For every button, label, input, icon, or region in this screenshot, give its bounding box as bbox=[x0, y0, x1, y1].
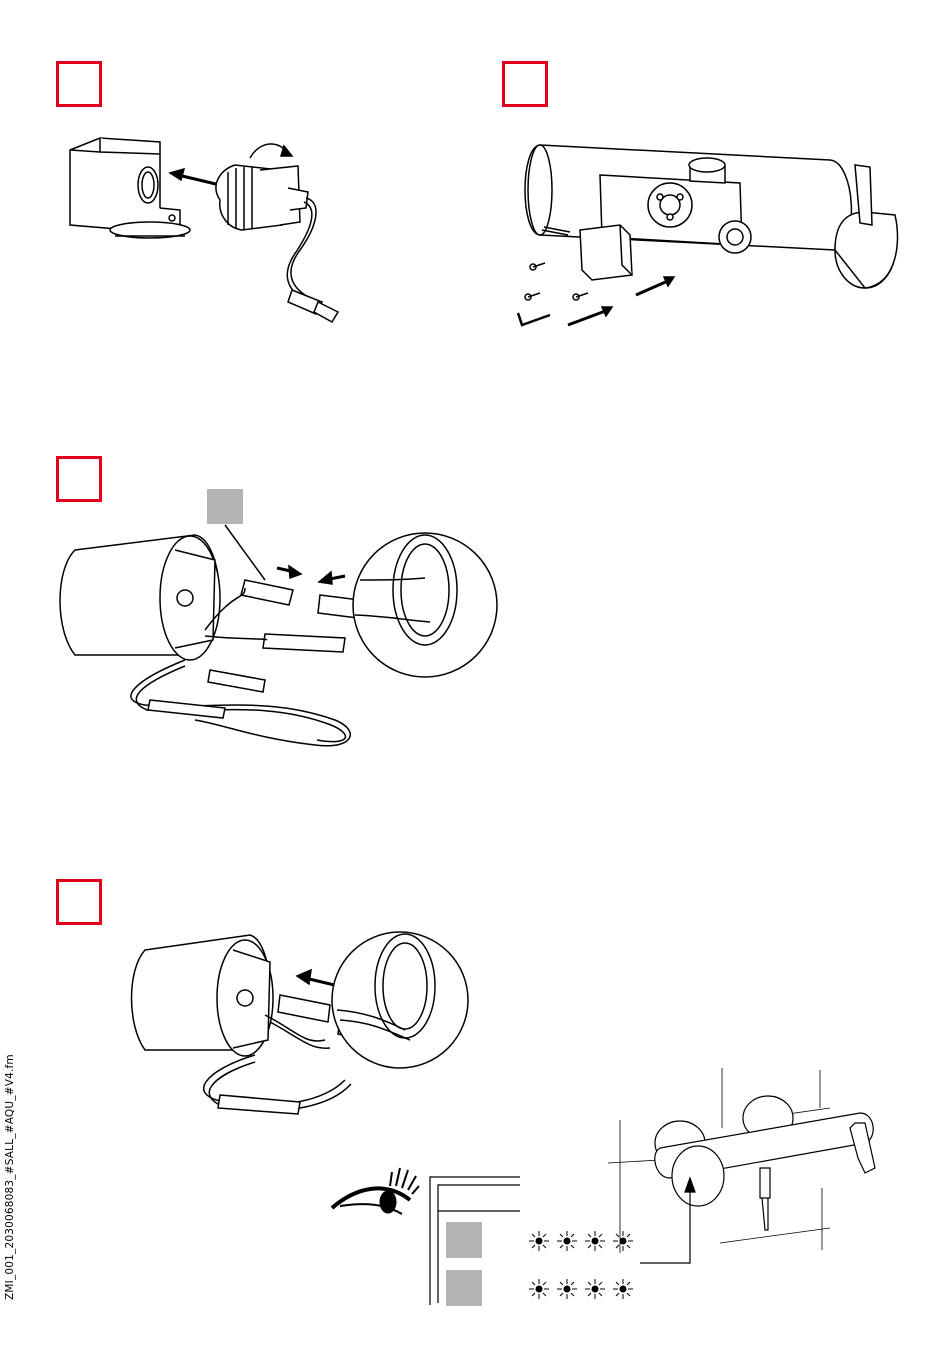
step-3-illustration bbox=[55, 520, 505, 760]
step-2-illustration bbox=[510, 135, 910, 340]
step-2-marker bbox=[502, 61, 548, 107]
faucet-illustration bbox=[600, 1068, 890, 1280]
eye-icon bbox=[330, 1158, 420, 1220]
step-3-marker bbox=[56, 456, 102, 502]
step-4-illustration bbox=[125, 930, 485, 1125]
document-file-label: ZMI_001_2030068083_#SALL_#AQU_#V4.fm bbox=[4, 1054, 16, 1300]
led-indicator-table bbox=[428, 1175, 523, 1305]
callout-gray-box bbox=[207, 489, 243, 524]
step-1-marker bbox=[56, 61, 102, 107]
step-4-marker bbox=[56, 879, 102, 925]
step-1-illustration bbox=[60, 130, 360, 340]
